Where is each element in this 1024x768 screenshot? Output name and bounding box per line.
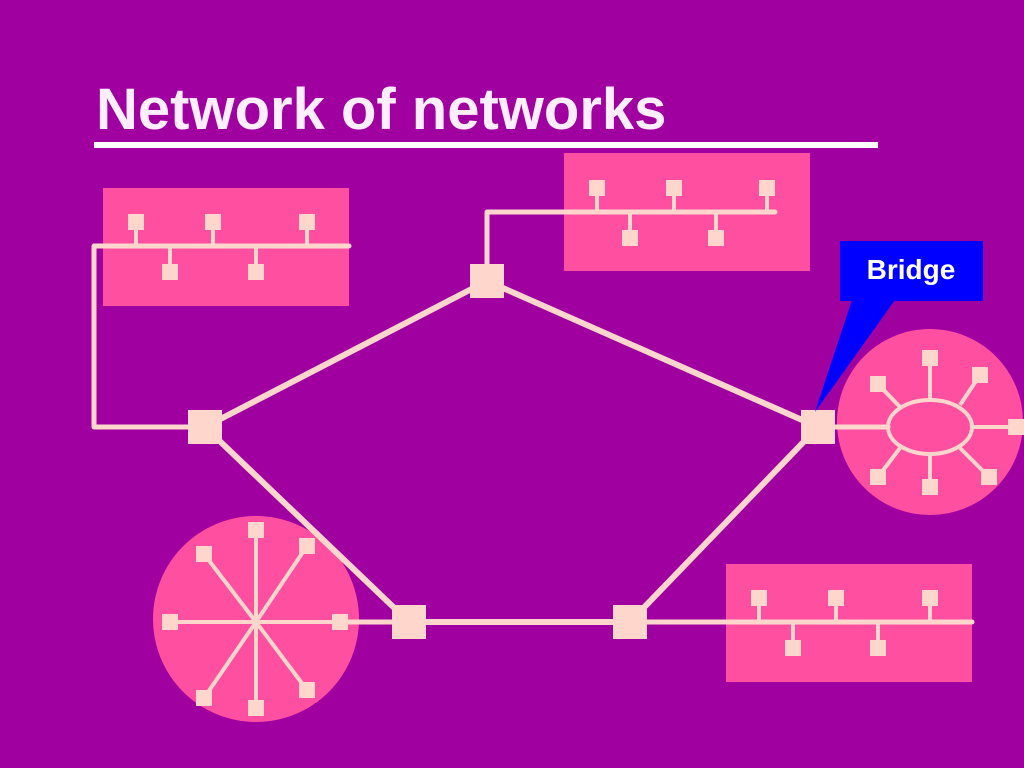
host-icon xyxy=(785,640,801,656)
host-icon xyxy=(759,180,775,196)
star-lan-spokes xyxy=(170,530,340,708)
host-icon xyxy=(299,682,315,698)
bridge-callout: Bridge xyxy=(815,241,983,412)
host-icon xyxy=(666,180,682,196)
host-icon xyxy=(922,590,938,606)
host-icon xyxy=(870,640,886,656)
host-icon xyxy=(299,214,315,230)
host-icon xyxy=(248,264,264,280)
backbone-node-bottom-left xyxy=(392,605,426,639)
backbone-node-right xyxy=(801,410,835,444)
hosts xyxy=(128,180,1024,716)
host-icon xyxy=(972,367,988,383)
backbone-ring xyxy=(202,278,821,625)
host-icon xyxy=(196,690,212,706)
callout-pointer xyxy=(815,300,895,412)
host-icon xyxy=(870,376,886,392)
backbone-node-bottom-right xyxy=(613,605,647,639)
host-icon xyxy=(708,230,724,246)
host-icon xyxy=(128,214,144,230)
host-icon xyxy=(751,590,767,606)
backbone-node-top xyxy=(470,264,504,298)
host-icon xyxy=(922,350,938,366)
host-icon xyxy=(981,469,997,485)
link-top-node-to-top-right-lan xyxy=(484,209,778,284)
host-icon xyxy=(299,538,315,554)
host-icon xyxy=(332,614,348,630)
title-underline xyxy=(94,142,878,148)
host-icon xyxy=(248,522,264,538)
host-icon xyxy=(589,180,605,196)
host-icon xyxy=(828,590,844,606)
host-icon xyxy=(162,264,178,280)
bridge-label: Bridge xyxy=(867,254,956,285)
slide-title: Network of networks xyxy=(96,77,667,142)
lan-shapes xyxy=(103,153,1023,722)
host-icon xyxy=(205,214,221,230)
backbone-node-left xyxy=(188,410,222,444)
host-icon xyxy=(248,700,264,716)
host-icon xyxy=(870,469,886,485)
host-icon xyxy=(162,614,178,630)
backbone-nodes xyxy=(188,264,835,639)
host-icon xyxy=(1008,419,1024,435)
host-icon xyxy=(196,546,212,562)
host-icon xyxy=(622,230,638,246)
host-icon xyxy=(922,479,938,495)
callout-box xyxy=(840,241,983,301)
link-left-node-to-top-left-lan xyxy=(91,243,352,430)
